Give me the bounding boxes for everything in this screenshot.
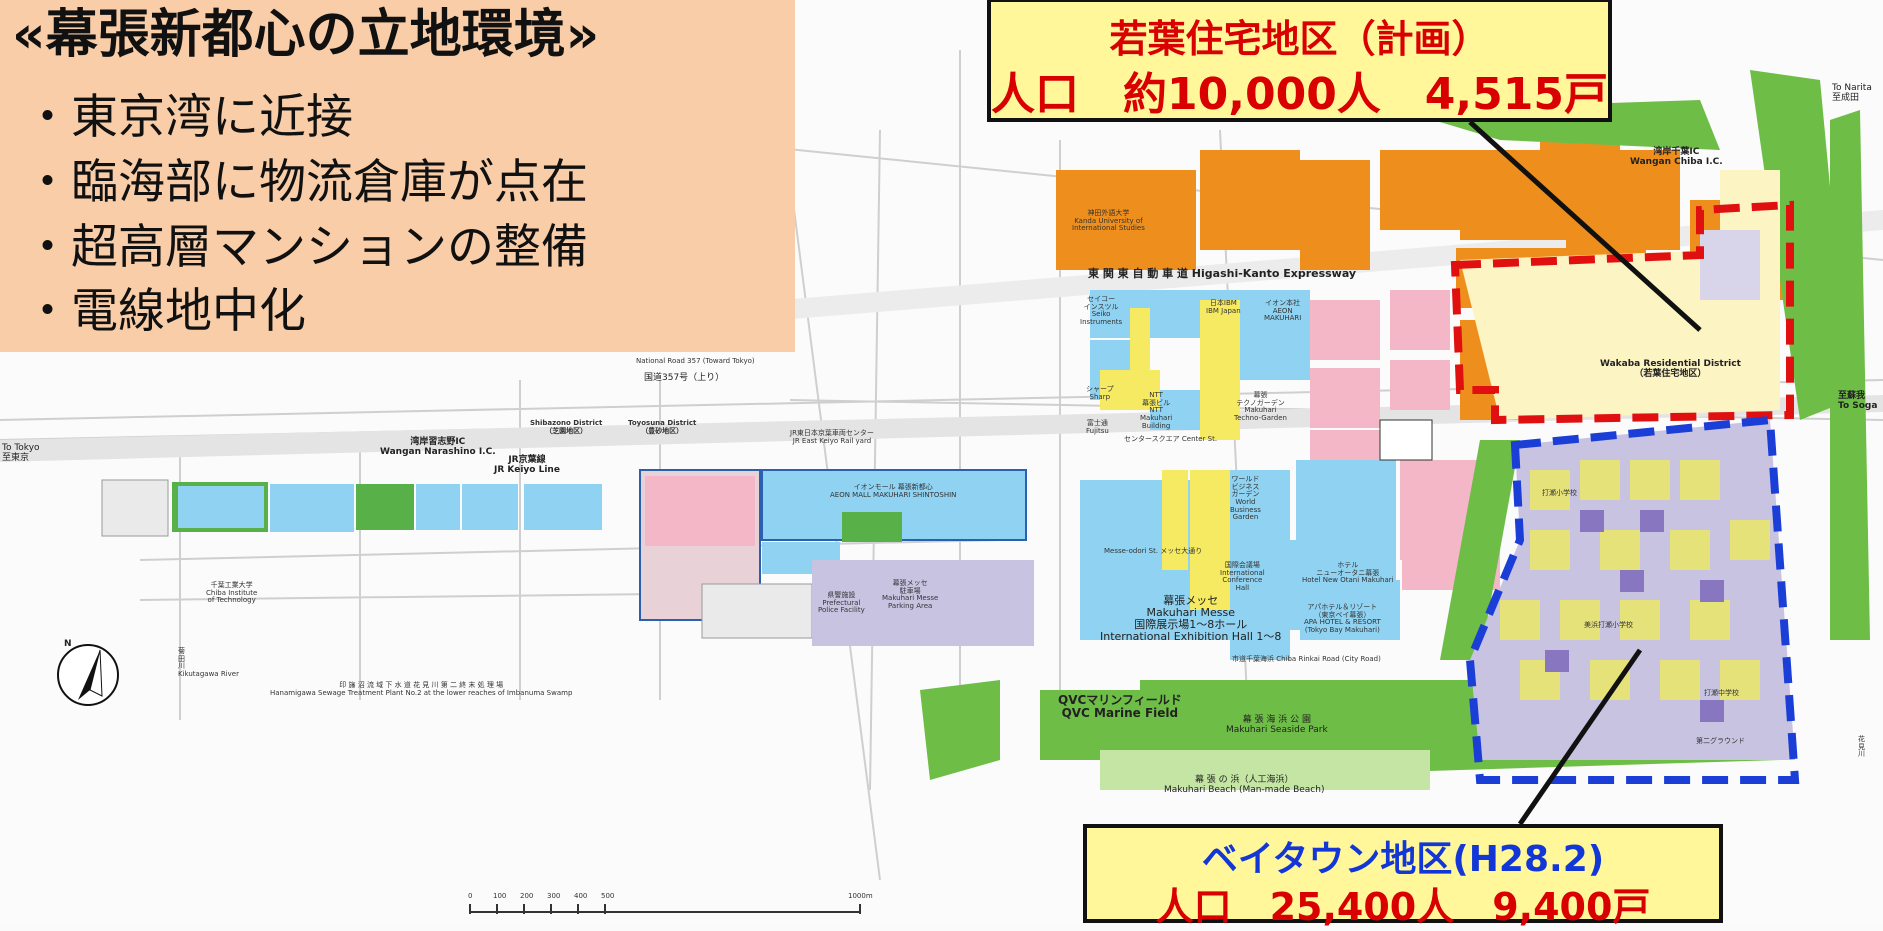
center-st-label: センタースクエア Center St. (1124, 435, 1218, 443)
to-soga-label: 至蘇我 To Soga (1838, 391, 1878, 411)
baytown-callout: ベイタウン地区(H28.2) 人口 25,400人 9,400戸 (1083, 824, 1723, 929)
compass-letter: N (64, 639, 72, 649)
wangan-chiba-ic-label: 湾岸千葉IC Wangan Chiba I.C. (1630, 147, 1723, 167)
to-narita-label: To Narita 至成田 (1832, 83, 1872, 103)
scale-tick: 200 (520, 892, 534, 900)
scale-tick: 100 (493, 892, 507, 900)
bullet-item: ・東京湾に近接 (24, 90, 353, 145)
keiyo-line-label: JR京葉線 JR Keiyo Line (494, 455, 560, 475)
baytown-block-label: 美浜打瀬小学校 (1584, 621, 1633, 629)
bullet-item: ・超高層マンションの整備 (24, 220, 588, 275)
ntt-label: NTT 幕張ビル NTT Makuhari Building (1140, 391, 1173, 430)
scale-tick: 1000m (848, 892, 873, 900)
sewage-plant-label: 印 旛 沼 流 域 下 水 道 花 見 川 第 二 終 末 処 理 場 Hana… (270, 681, 573, 697)
baytown-block-label: 打瀬中学校 (1704, 689, 1739, 697)
new-otani-label: ホテル ニューオータニ幕張 Hotel New Otani Makuhari (1302, 561, 1394, 585)
seiko-label: セイコー インスツル Seiko Instruments (1080, 295, 1123, 327)
seaside-park-label: 幕 張 海 浜 公 園 Makuhari Seaside Park (1226, 715, 1328, 735)
hanamigawa-label: 花 見 川 (1858, 735, 1865, 759)
national-road-label: 国道357号（上り） (644, 373, 725, 383)
aeon-mall-label: イオンモール 幕張新都心 AEON MALL MAKUHARI SHINTOSH… (830, 483, 957, 499)
baytown-callout-title: ベイタウン地区(H28.2) (1201, 839, 1605, 880)
left-parcels (101, 469, 1034, 646)
world-business-garden-label: ワールド ビジネス ガーデン World Business Garden (1230, 475, 1261, 522)
baytown-block-label: 第二グラウンド (1696, 737, 1745, 745)
techno-garden-label: 幕張 テクノガーデン Makuhari Techno-Garden (1234, 391, 1287, 423)
scale-tick: 400 (574, 892, 588, 900)
scale-bar (469, 904, 861, 914)
ibm-label: 日本IBM IBM Japan (1206, 299, 1241, 315)
north-compass (57, 644, 119, 706)
chiba-rinkai-road-label: 市道千葉海浜 Chiba Rinkai Road (City Road) (1232, 655, 1381, 663)
info-title: «幕張新都心の立地環境» (12, 5, 600, 65)
sharp-label: シャープ Sharp (1086, 385, 1114, 401)
wakaba-callout-stats: 人口 約10,000人 4,515戸 (991, 69, 1608, 120)
police-facility-label: 県警施設 Prefectural Police Facility (818, 591, 865, 615)
wakaba-callout: 若葉住宅地区（計画） 人口 約10,000人 4,515戸 (987, 0, 1612, 122)
fujitsu-label: 富士通 Fujitsu (1086, 419, 1109, 435)
wakaba-district (1450, 170, 1794, 425)
scale-tick: 300 (547, 892, 561, 900)
messe-odori-label: Messe-odori St. メッセ大通り (1104, 547, 1203, 555)
wakaba-callout-title: 若葉住宅地区（計画） (1109, 17, 1490, 61)
national-road-en-label: National Road 357 (Toward Tokyo) (636, 357, 755, 365)
wangan-narashino-ic-label: 湾岸習志野IC Wangan Narashino I.C. (380, 437, 496, 457)
bullet-item: ・電線地中化 (24, 284, 306, 339)
to-tokyo-label: To Tokyo 至東京 (2, 443, 40, 463)
wakaba-residential-label: Wakaba Residential District （若葉住宅地区） (1600, 359, 1741, 379)
makuhari-messe-label: 幕張メッセ Makuhari Messe 国際展示場1～8ホール Interna… (1100, 594, 1282, 644)
info-panel: «幕張新都心の立地環境» ・東京湾に近接 ・臨海部に物流倉庫が点在 ・超高層マン… (0, 0, 795, 352)
conference-hall-label: 国際会議場 International Conference Hall (1220, 561, 1265, 593)
baytown-leader (1517, 648, 1643, 826)
railway-band (0, 395, 1883, 462)
qvc-field-label: QVCマリンフィールド QVC Marine Field (1058, 693, 1182, 721)
beach-label: 幕 張 の 浜（人工海浜） Makuhari Beach (Man-made B… (1164, 775, 1325, 795)
expressway-label: 東 関 東 自 動 車 道 Higashi-Kanto Expressway (1088, 267, 1357, 280)
bullet-item: ・臨海部に物流倉庫が点在 (24, 155, 588, 210)
toyosuna-label: Toyosuna District （豊砂地区） (628, 419, 697, 435)
rail-yard-label: JR東日本京葉車両センター JR East Keiyo Rail yard (790, 429, 874, 445)
scale-tick: 500 (601, 892, 615, 900)
kanda-univ-label: 神田外語大学 Kanda University of International… (1072, 209, 1145, 233)
scale-tick: 0 (468, 892, 473, 900)
chiba-institute-label: 千葉工業大学 Chiba Institute of Technology (206, 581, 258, 605)
baytown-district (1465, 415, 1800, 784)
messe-parking-label: 幕張メッセ 駐車場 Makuhari Messe Parking Area (882, 579, 939, 611)
baytown-block-label: 打瀬小学校 (1542, 489, 1577, 497)
baytown-callout-stats: 人口 25,400人 9,400戸 (1155, 885, 1651, 929)
aeon-hq-label: イオン本社 AEON MAKUHARI (1264, 299, 1302, 323)
apa-hotel-label: アパホテル＆リゾート （東京ベイ幕張） APA HOTEL & RESORT (… (1304, 603, 1381, 635)
kikutagawa-label: 菊 田 川 Kikutagawa River (178, 647, 239, 679)
wakaba-leader (1468, 120, 1702, 332)
shibazono-label: Shibazono District （芝園地区） (530, 419, 603, 435)
central-blocks (1080, 290, 1500, 660)
